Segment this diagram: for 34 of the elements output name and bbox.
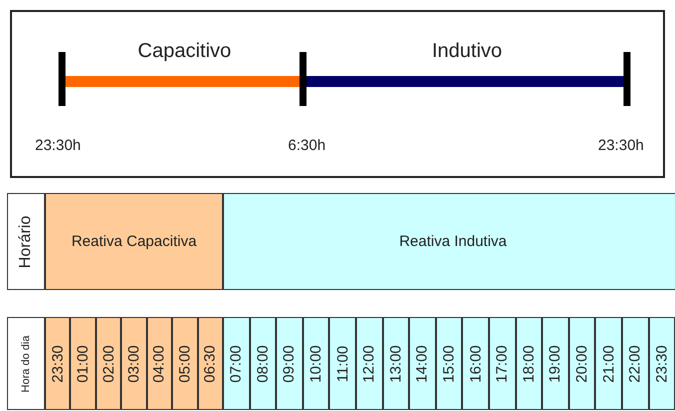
time-label: 23:30h (35, 137, 81, 154)
hour-cell: 16:00 (462, 317, 489, 410)
hour-cell: 12:00 (356, 317, 383, 410)
hour-cell: 21:00 (595, 317, 622, 410)
hour-cell: 15:00 (436, 317, 462, 410)
row-header: Hora do dia (7, 317, 45, 410)
time-label: 6:30h (288, 137, 326, 154)
period-band: Reativa Indutiva (223, 193, 675, 290)
hour-cell: 05:00 (172, 317, 198, 410)
timeline-panel (10, 10, 665, 178)
period-band: Reativa Capacitiva (45, 193, 223, 290)
hour-cell: 02:00 (96, 317, 122, 410)
hour-cell: 13:00 (382, 317, 410, 410)
hour-cell: 19:00 (542, 317, 569, 410)
hour-cell: 01:00 (70, 317, 96, 410)
hour-cell: 03:00 (121, 317, 147, 410)
hour-cell: 18:00 (516, 317, 542, 410)
hour-cell: 23:30 (648, 317, 675, 410)
hour-cell: 22:00 (622, 317, 649, 410)
hour-cell: 09:00 (276, 317, 303, 410)
hour-cell: 06:30 (198, 317, 223, 410)
time-label: 23:30h (598, 137, 644, 154)
row-header: Horário (7, 193, 45, 290)
segment-label: Capacitivo (138, 40, 232, 63)
hour-cell: 08:00 (250, 317, 276, 410)
hour-cell: 07:00 (223, 317, 250, 410)
hour-cell: 11:00 (329, 317, 356, 410)
hour-cell: 10:00 (302, 317, 330, 410)
hour-cell: 04:00 (146, 317, 172, 410)
hour-cell: 23:30 (45, 317, 70, 410)
hour-cell: 14:00 (409, 317, 436, 410)
segment-label: Indutivo (432, 40, 502, 63)
hour-cell: 17:00 (489, 317, 516, 410)
hour-cell: 20:00 (568, 317, 596, 410)
